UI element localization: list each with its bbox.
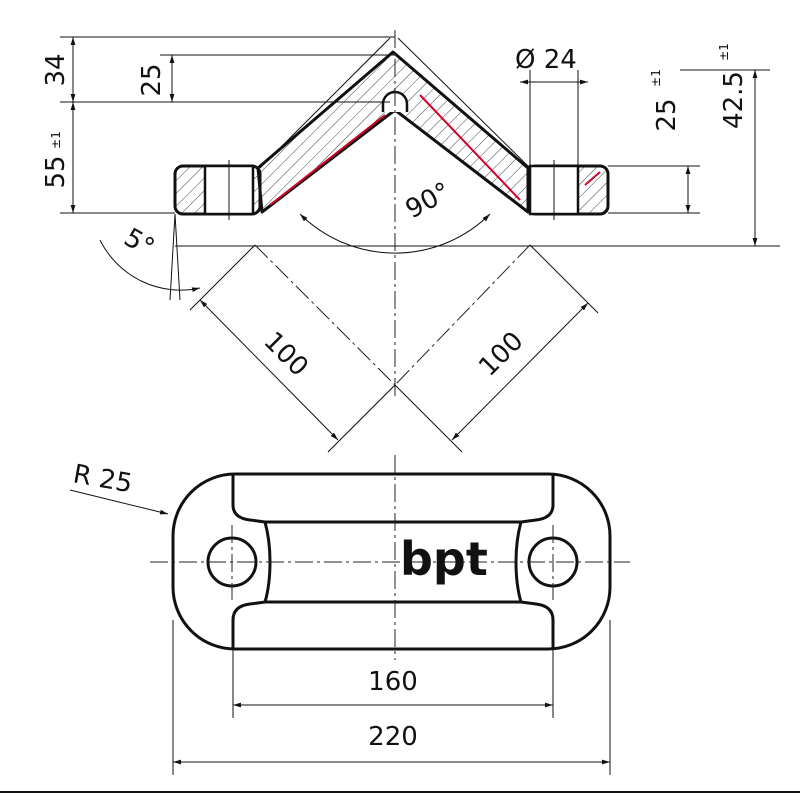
v-hatched-arm <box>256 50 530 214</box>
dim-25-left: 25 <box>137 63 167 96</box>
dim-42-5: 42.5 <box>719 71 749 129</box>
angle-dimensions: 90° 5° <box>99 177 491 301</box>
dim-dia-24: Ø 24 <box>515 45 577 75</box>
dim-100-right: 100 <box>473 326 529 382</box>
plan-view: bpt <box>150 455 630 660</box>
dim-55: 55 <box>41 155 71 188</box>
bottom-dimensions: 160 220 <box>172 620 611 775</box>
section-view <box>173 30 780 400</box>
dim-55-tol: ±1 <box>49 131 63 149</box>
dim-220: 220 <box>368 722 418 752</box>
dim-100-left: 100 <box>257 326 313 382</box>
diagonal-dimensions: 100 100 <box>189 244 599 453</box>
dim-25-right: 25 <box>652 98 682 131</box>
left-dimensions: 34 25 55 ±1 <box>41 36 395 214</box>
dim-160: 160 <box>368 667 418 697</box>
dim-42-5-tol: ±1 <box>717 43 731 61</box>
dim-25-right-tol: ±1 <box>649 69 663 87</box>
angle-90: 90° <box>401 177 456 225</box>
angle-5: 5° <box>119 223 160 264</box>
bpt-logo: bpt <box>400 532 488 586</box>
right-dimensions: Ø 24 25 ±1 42.5 ±1 <box>515 43 770 247</box>
radius-dimension: R 25 <box>69 459 169 515</box>
dim-34: 34 <box>41 53 71 86</box>
dim-r25: R 25 <box>71 459 135 499</box>
